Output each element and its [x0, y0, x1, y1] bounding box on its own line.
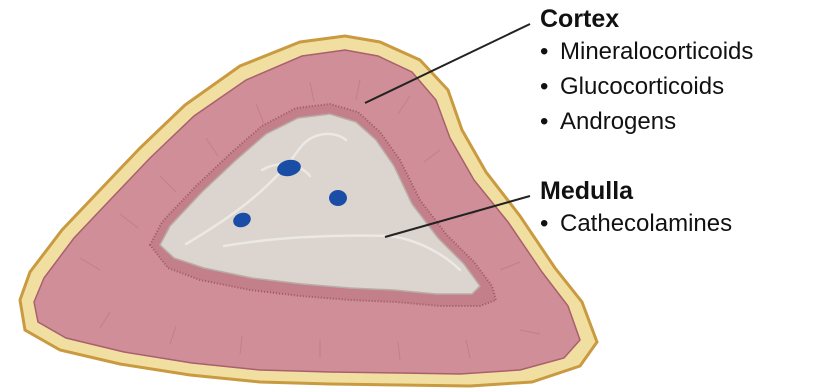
cortex-item-text: Glucocorticoids [560, 73, 724, 100]
medulla-item-text: Cathecolamines [560, 210, 732, 237]
cortex-title: Cortex [540, 4, 753, 34]
bullet: • [540, 34, 560, 69]
cortex-item-mineralocorticoids: •Mineralocorticoids [540, 34, 753, 69]
bullet: • [540, 206, 560, 241]
bullet: • [540, 104, 560, 139]
bullet: • [540, 69, 560, 104]
cortex-label-block: Cortex •Mineralocorticoids •Glucocortico… [540, 4, 753, 139]
vessel [329, 190, 347, 206]
medulla-title: Medulla [540, 176, 732, 206]
cortex-item-androgens: •Androgens [540, 104, 753, 139]
cortex-item-text: Mineralocorticoids [560, 38, 753, 65]
medulla-label-block: Medulla •Cathecolamines [540, 176, 732, 241]
cortex-item-text: Androgens [560, 108, 676, 135]
medulla-item-cathecolamines: •Cathecolamines [540, 206, 732, 241]
cortex-item-glucocorticoids: •Glucocorticoids [540, 69, 753, 104]
